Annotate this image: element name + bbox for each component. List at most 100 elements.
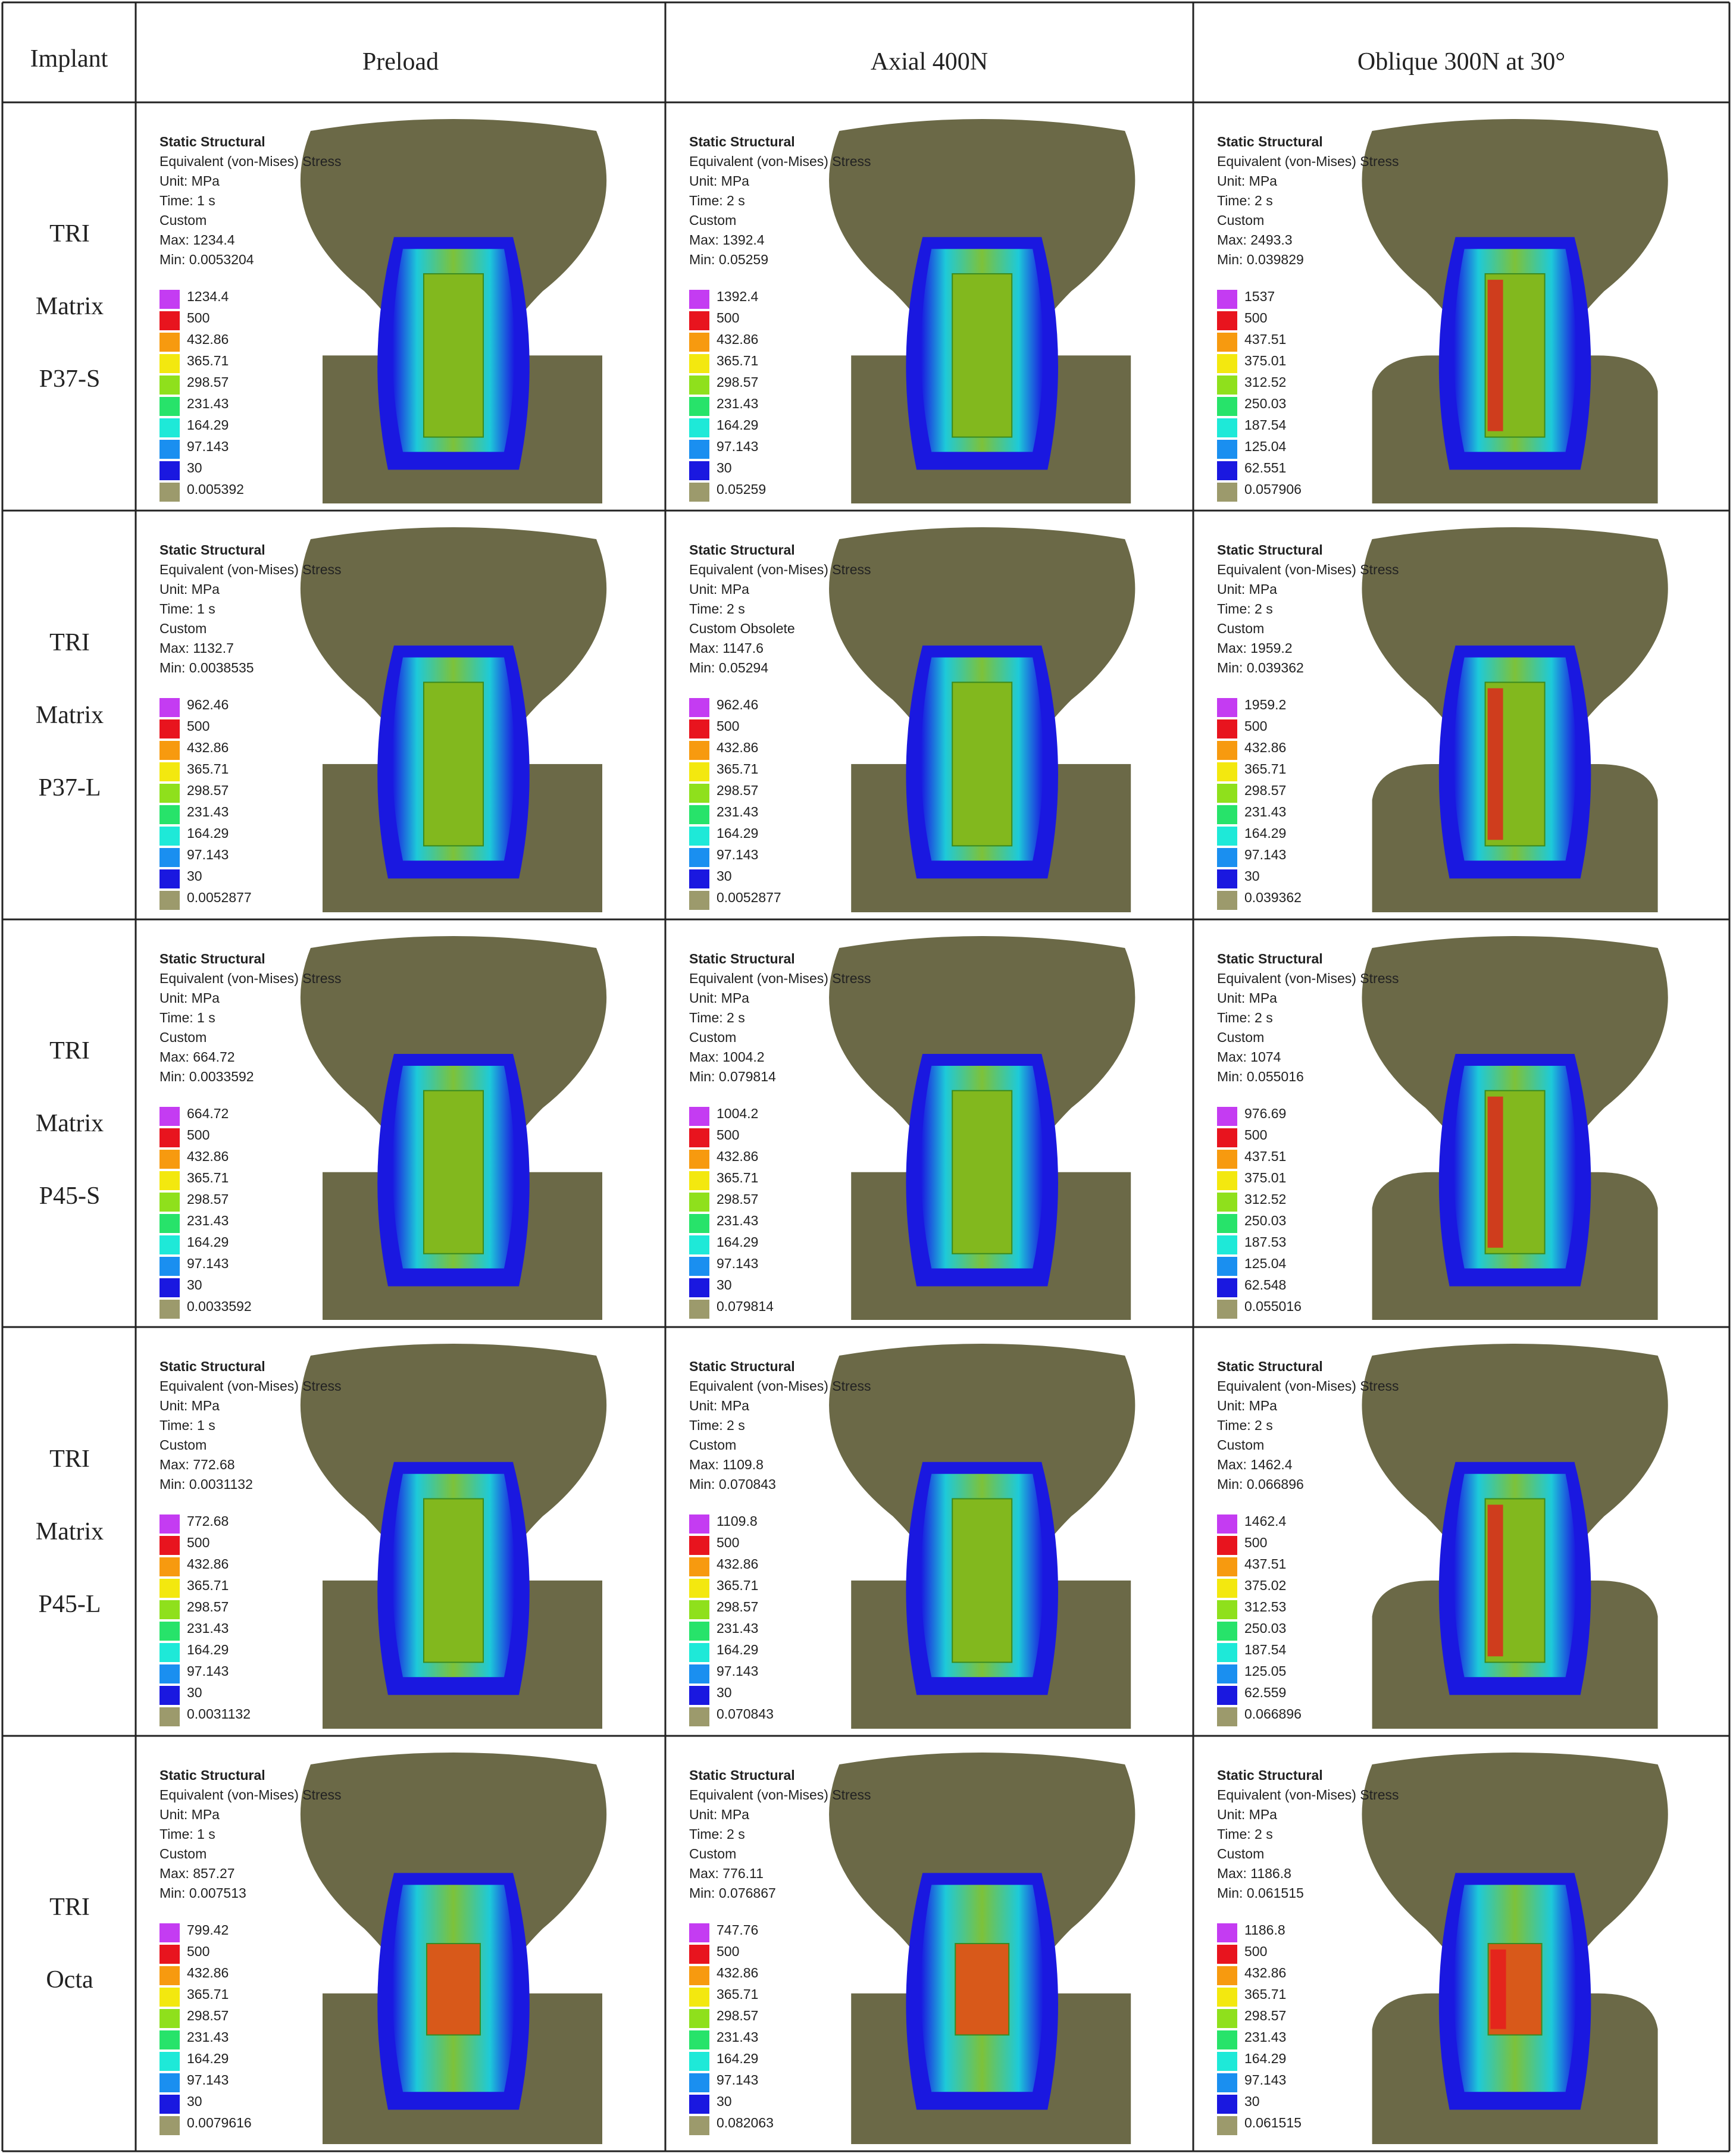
legend-swatch xyxy=(689,1278,709,1297)
result-info-line: Max: 1004.2 xyxy=(689,1049,765,1065)
legend-value: 97.143 xyxy=(1244,847,1287,862)
legend-swatch xyxy=(689,1664,709,1684)
result-info-line: Min: 0.0038535 xyxy=(159,660,254,675)
legend-value: 30 xyxy=(717,460,732,475)
result-info-line: Unit: MPa xyxy=(1217,1398,1277,1413)
result-title: Static Structural xyxy=(159,1767,265,1783)
result-title: Static Structural xyxy=(689,951,795,966)
legend-value: 0.055016 xyxy=(1244,1298,1302,1314)
result-info-line: Time: 2 s xyxy=(1217,1826,1273,1842)
legend-swatch xyxy=(159,1707,180,1726)
row-label-line: Octa xyxy=(46,1966,93,1994)
legend-value: 164.29 xyxy=(187,417,229,433)
stress-contour-model xyxy=(1362,1344,1668,1729)
result-info-line: Custom xyxy=(159,621,207,636)
result-info-line: Max: 1074 xyxy=(1217,1049,1281,1065)
result-info-line: Time: 2 s xyxy=(689,1826,745,1842)
row-label-line: TRI xyxy=(49,220,90,248)
result-info-line: Min: 0.076867 xyxy=(689,1885,776,1901)
stress-contour-model xyxy=(300,119,607,503)
result-info-line: Max: 1234.4 xyxy=(159,232,235,248)
stress-contour-model xyxy=(300,936,607,1320)
legend-swatch xyxy=(159,1966,180,1985)
legend-value: 500 xyxy=(187,718,210,734)
legend-value: 164.29 xyxy=(1244,825,1287,841)
result-info-line: Min: 0.0031132 xyxy=(159,1476,253,1492)
legend-swatch xyxy=(159,1171,180,1190)
legend-value: 365.71 xyxy=(717,353,759,368)
legend-value: 298.57 xyxy=(187,1191,229,1207)
legend-swatch xyxy=(689,1579,709,1598)
legend-value: 62.559 xyxy=(1244,1685,1287,1700)
legend-value: 187.54 xyxy=(1244,1642,1287,1657)
legend-swatch xyxy=(159,1300,180,1319)
result-info-line: Custom xyxy=(1217,1437,1265,1453)
legend-value: 231.43 xyxy=(717,1620,759,1636)
result-info-line: Max: 1186.8 xyxy=(1217,1866,1291,1881)
legend-swatch xyxy=(689,1214,709,1233)
legend-value: 164.29 xyxy=(187,1642,229,1657)
result-info-line: Custom xyxy=(1217,212,1265,228)
row-label-line: Matrix xyxy=(35,1517,104,1545)
result-info-line: Custom xyxy=(689,1846,737,1861)
result-info-line: Unit: MPa xyxy=(1217,173,1277,189)
legend-value: 187.54 xyxy=(1244,417,1287,433)
legend-value: 298.57 xyxy=(717,374,759,390)
result-info-line: Equivalent (von-Mises) Stress xyxy=(1217,562,1399,577)
legend-swatch xyxy=(1217,1235,1237,1254)
legend-swatch xyxy=(1217,827,1237,846)
legend-value: 30 xyxy=(717,1277,732,1293)
result-info-line: Max: 1132.7 xyxy=(159,640,234,656)
legend-swatch xyxy=(1217,333,1237,352)
legend-swatch xyxy=(1217,891,1237,910)
result-info-line: Min: 0.066896 xyxy=(1217,1476,1304,1492)
result-info-line: Custom Obsolete xyxy=(689,621,795,636)
legend-swatch xyxy=(689,2095,709,2114)
legend-swatch xyxy=(1217,311,1237,330)
legend-value: 1392.4 xyxy=(717,289,759,304)
result-title: Static Structural xyxy=(159,951,265,966)
legend-value: 437.51 xyxy=(1244,1149,1287,1164)
legend-value: 375.01 xyxy=(1244,1170,1287,1185)
legend-swatch xyxy=(159,2073,180,2092)
result-info-line: Equivalent (von-Mises) Stress xyxy=(1217,1787,1399,1803)
legend-value: 500 xyxy=(1244,1127,1268,1143)
result-info-line: Equivalent (von-Mises) Stress xyxy=(1217,154,1399,169)
legend-value: 432.86 xyxy=(187,1965,229,1980)
legend-value: 30 xyxy=(187,1685,202,1700)
stress-contour-model xyxy=(1362,1753,1668,2144)
legend-swatch xyxy=(689,1945,709,1964)
legend-swatch xyxy=(159,827,180,846)
legend-value: 312.52 xyxy=(1244,374,1287,390)
legend-value: 30 xyxy=(187,868,202,884)
result-info-line: Equivalent (von-Mises) Stress xyxy=(1217,1378,1399,1394)
legend-swatch xyxy=(689,2073,709,2092)
result-info-line: Min: 0.0033592 xyxy=(159,1069,254,1084)
legend-swatch xyxy=(159,1664,180,1684)
legend-value: 30 xyxy=(717,1685,732,1700)
result-info-line: Equivalent (von-Mises) Stress xyxy=(689,1378,871,1394)
legend-value: 432.86 xyxy=(1244,1965,1287,1980)
result-title: Static Structural xyxy=(689,542,795,558)
result-title: Static Structural xyxy=(1217,1359,1323,1374)
legend-swatch xyxy=(689,1557,709,1576)
legend-value: 962.46 xyxy=(187,697,229,712)
legend-swatch xyxy=(689,1300,709,1319)
legend-value: 0.05259 xyxy=(717,481,767,497)
row-label-line: Matrix xyxy=(35,701,104,729)
result-info-line: Min: 0.05259 xyxy=(689,252,768,267)
result-title: Static Structural xyxy=(1217,951,1323,966)
result-info-line: Equivalent (von-Mises) Stress xyxy=(689,971,871,986)
result-info-line: Equivalent (von-Mises) Stress xyxy=(159,1787,342,1803)
legend-swatch xyxy=(1217,1514,1237,1534)
